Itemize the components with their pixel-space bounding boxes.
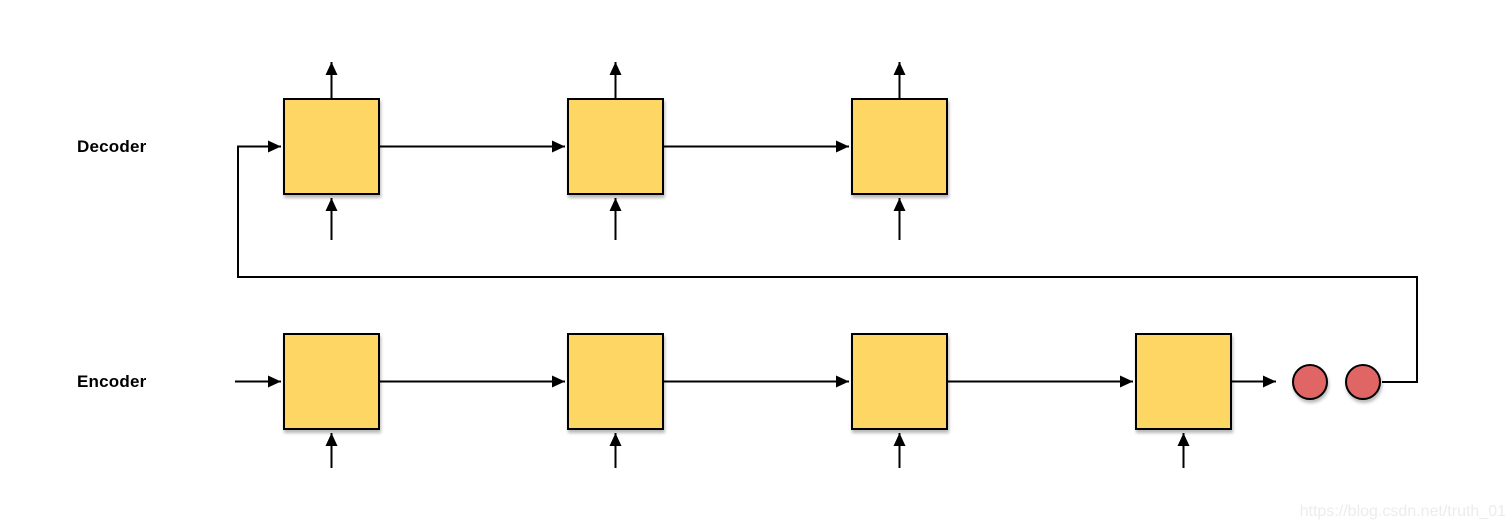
context-vector-circle-2	[1345, 364, 1381, 400]
encoder-cell-1	[283, 333, 380, 430]
decoder-cell-2	[567, 98, 664, 195]
encoder-row-label: Encoder	[77, 372, 147, 391]
watermark-text: https://blog.csdn.net/truth_01	[1299, 503, 1506, 520]
encoder-cell-2	[567, 333, 664, 430]
encoder-cell-4	[1135, 333, 1232, 430]
context-vector-circle-1	[1292, 364, 1328, 400]
encoder-cell-3	[851, 333, 948, 430]
decoder-cell-3	[851, 98, 948, 195]
decoder-row-label: Decoder	[77, 137, 147, 156]
decoder-cell-1	[283, 98, 380, 195]
context-to-decoder-feedback-line	[237, 140, 1418, 383]
